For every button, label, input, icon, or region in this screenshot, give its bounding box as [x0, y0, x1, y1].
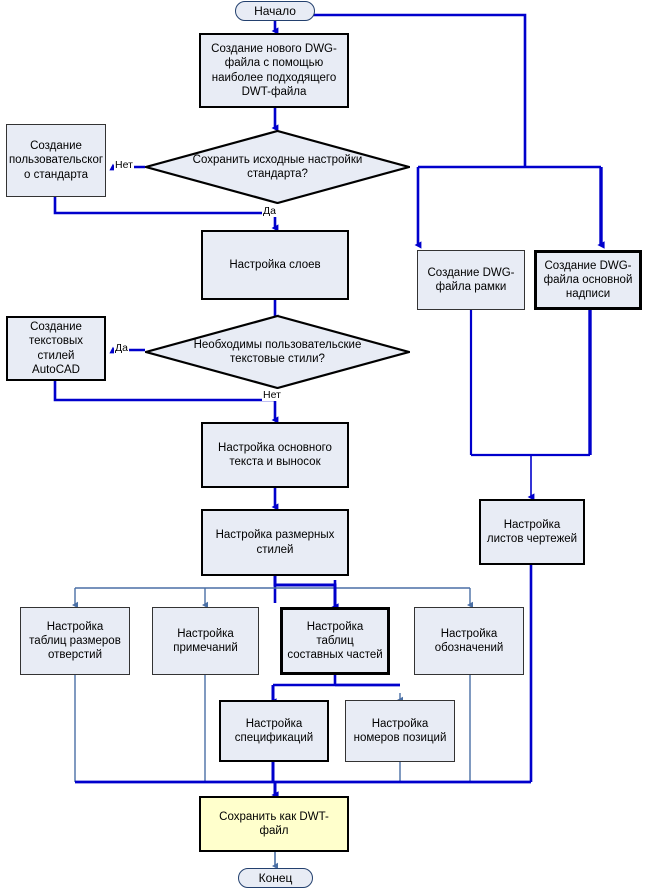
node-create-user-standard-label: Создание пользовательског о стандарта [8, 140, 104, 181]
node-part-tables-label: Настройка таблиц составных частей [287, 620, 383, 661]
decision-shape [145, 315, 410, 389]
node-sheets-label: Настройка листов чертежей [486, 518, 578, 545]
node-part-tables[interactable]: Настройка таблиц составных частей [280, 607, 390, 675]
node-dim-styles-label: Настройка размерных стилей [215, 529, 335, 556]
node-end[interactable]: Конец [238, 868, 313, 888]
node-balloons-label: Настройка номеров позиций [353, 717, 447, 744]
node-main-text-label: Настройка основного текста и выносок [218, 441, 332, 468]
node-sheets[interactable]: Настройка листов чертежей [479, 499, 585, 565]
node-end-label: Конец [258, 870, 293, 885]
node-notes-label: Настройка примечаний [173, 627, 238, 654]
node-notes[interactable]: Настройка примечаний [152, 607, 259, 675]
node-main-text[interactable]: Настройка основного текста и выносок [201, 422, 349, 488]
edge-label-keep-standard-no: Нет [114, 159, 134, 171]
node-create-dwg-label: Создание нового DWG- файла с помощью наи… [211, 43, 337, 98]
node-create-text-styles-label: Создание текстовых стилей AutoCAD [28, 321, 84, 376]
node-start[interactable]: Начало [235, 1, 315, 21]
node-symbols[interactable]: Настройка обозначений [414, 607, 524, 675]
node-create-text-styles[interactable]: Создание текстовых стилей AutoCAD [6, 316, 106, 381]
node-specs-label: Настройка спецификаций [234, 717, 314, 744]
node-create-user-standard[interactable]: Создание пользовательског о стандарта [6, 124, 106, 197]
node-save-dwt[interactable]: Сохранить как DWT- файл [199, 796, 349, 852]
node-specs[interactable]: Настройка спецификаций [219, 700, 329, 762]
node-start-label: Начало [254, 3, 296, 18]
node-titleblock-dwg-label: Создание DWG- файла основной надписи [543, 259, 633, 300]
node-create-dwg[interactable]: Создание нового DWG- файла с помощью наи… [199, 33, 349, 108]
node-layers-label: Настройка слоев [229, 258, 321, 271]
node-symbols-label: Настройка обозначений [434, 627, 504, 654]
node-hole-tables[interactable]: Настройка таблиц размеров отверстий [20, 607, 130, 675]
node-dim-styles[interactable]: Настройка размерных стилей [201, 509, 349, 576]
node-hole-tables-label: Настройка таблиц размеров отверстий [29, 620, 121, 661]
edge-label-text-styles-no: Нет [262, 389, 282, 401]
decision-shape [145, 130, 410, 204]
node-need-text-styles[interactable]: Необходимы пользовательские текстовые ст… [145, 315, 410, 389]
node-keep-standard-label: Сохранить исходные настройки стандарта? [192, 153, 363, 180]
node-frame-dwg-label: Создание DWG- файла рамки [427, 266, 515, 293]
node-frame-dwg[interactable]: Создание DWG- файла рамки [417, 250, 525, 310]
node-save-dwt-label: Сохранить как DWT- файл [219, 810, 329, 837]
edge-label-text-styles-yes: Да [114, 342, 129, 354]
node-need-text-styles-label: Необходимы пользовательские текстовые ст… [193, 338, 362, 365]
node-balloons[interactable]: Настройка номеров позиций [345, 700, 455, 762]
node-layers[interactable]: Настройка слоев [201, 230, 349, 300]
node-titleblock-dwg[interactable]: Создание DWG- файла основной надписи [534, 250, 642, 310]
node-keep-standard[interactable]: Сохранить исходные настройки стандарта? [145, 130, 410, 204]
edge-label-keep-standard-yes: Да [262, 205, 277, 217]
